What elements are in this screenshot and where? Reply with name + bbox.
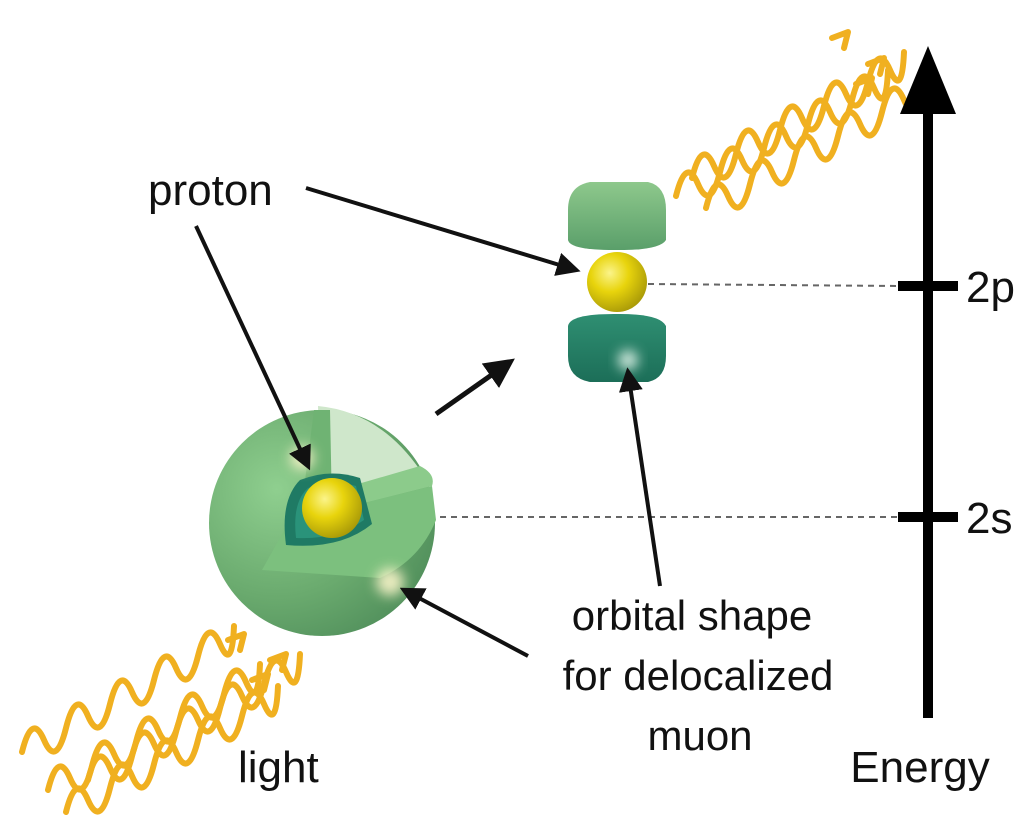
proton-arrow-to-p — [305, 186, 581, 276]
light-wave-icon — [19, 623, 303, 815]
s-orbital-cutaway-icon — [209, 406, 436, 636]
orbital-label-line2: for delocalized — [563, 652, 834, 699]
orbital-label-line1: orbital shape — [572, 592, 813, 639]
light-label: light — [238, 743, 319, 792]
p-orbital-lobes-icon — [568, 182, 666, 382]
annotation-arrows — [194, 186, 662, 658]
proton-sphere-icon — [587, 252, 647, 312]
proton-label: proton — [148, 166, 273, 215]
energy-axis — [898, 46, 958, 718]
transition-arrow-icon — [434, 358, 515, 417]
orbital-arrow-to-p — [618, 367, 662, 587]
orbital-arrow-to-s — [399, 587, 529, 658]
energy-label: Energy — [850, 743, 989, 792]
level-2p-label: 2p — [966, 263, 1015, 312]
light-wave-icon — [673, 29, 921, 211]
proton-arrow-to-s — [194, 225, 311, 471]
level-2p-dashed-line — [647, 283, 899, 287]
level-2s-label: 2s — [966, 494, 1012, 543]
orbital-label-line3: muon — [647, 712, 752, 759]
proton-sphere-icon — [302, 478, 362, 538]
